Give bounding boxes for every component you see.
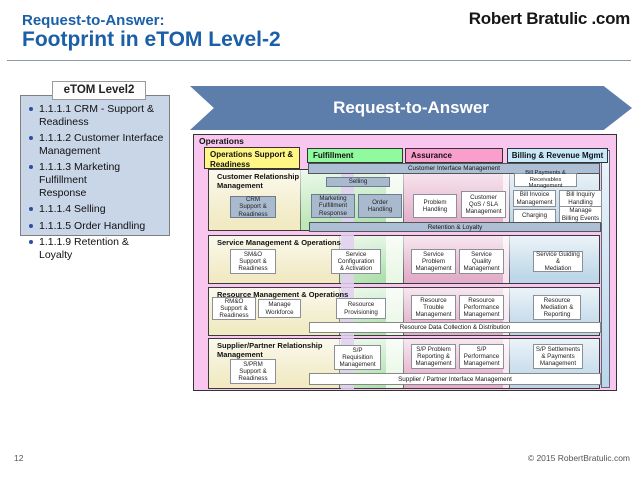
box-marketing-fulfillment-response: Marketing Fulfillment Response [311, 194, 355, 218]
box-selling: Selling [326, 177, 390, 187]
logo-text: Robert Bratulic .com [468, 9, 631, 28]
column-header-operations-support: Operations Support & Readiness [204, 147, 300, 169]
etom-level2-label: eTOM Level2 [52, 81, 146, 100]
row-resource-management-operations: Resource Management & Operations RM&O Su… [208, 287, 601, 336]
row-service-management-operations: Service Management & Operations SM&O Sup… [208, 235, 600, 284]
bullet-icon [29, 223, 33, 228]
column-header-billing: Billing & Revenue Mgmt [507, 148, 608, 163]
box-bill-payments: Bill Payments & Receivables Management [514, 170, 577, 189]
box-service-problem-management: Service Problem Management [411, 249, 456, 274]
retention-loyalty-bar: Retention & Loyalty [309, 222, 601, 232]
box-crm-support-readiness: CRM Support & Readiness [230, 196, 276, 218]
row-title: Service Management & Operations [217, 238, 341, 247]
list-item: 1.1.1.3 Marketing Fulfillment Response [26, 161, 165, 199]
box-sprm-support-readiness: S/PRM Support & Readiness [230, 359, 276, 384]
bullet-icon [29, 107, 33, 111]
bullet-icon [29, 136, 33, 141]
row-title: Customer Relationship Management [217, 172, 300, 191]
list-item-label: 1.1.1.3 Marketing Fulfillment Response [39, 161, 121, 199]
row-title: Resource Management & Operations [217, 290, 349, 299]
column-header-assurance: Assurance [405, 148, 503, 163]
box-problem-handling: Problem Handling [413, 194, 457, 218]
right-column-strip [601, 150, 610, 388]
operations-container: Operations Operations Support & Readines… [193, 134, 617, 391]
bullet-icon [29, 240, 33, 245]
resource-data-collection-bar: Resource Data Collection & Distribution [309, 322, 601, 333]
list-item: 1.1.1.4 Selling [26, 203, 165, 216]
list-item-label: 1.1.1.4 Selling [39, 203, 106, 216]
box-bill-inquiry: Bill Inquiry Handling [559, 190, 602, 207]
list-item: 1.1.1.1 CRM - Support & Readiness [26, 103, 165, 128]
box-rmo-support-readiness: RM&O Support & Readiness [212, 297, 256, 320]
box-service-configuration-activation: Service Configuration & Activation [331, 249, 381, 274]
supplier-partner-interface-bar: Supplier / Partner Interface Management [309, 373, 601, 385]
box-resource-mediation-reporting: Resource Mediation & Reporting [533, 295, 581, 320]
page-number: 12 [14, 453, 24, 463]
box-charging: Charging [513, 209, 556, 223]
box-resource-trouble-management: Resource Trouble Management [411, 295, 456, 320]
box-order-handling: Order Handling [358, 194, 402, 218]
copyright-text: © 2015 RobertBratulic.com [527, 453, 630, 463]
title-divider [7, 60, 631, 61]
row-title: Supplier/Partner Relationship Management [217, 341, 323, 360]
box-sp-problem-reporting: S/P Problem Reporting & Management [411, 344, 456, 369]
list-item-label: 1.1.1.9 Retention & Loyalty [39, 236, 129, 261]
box-resource-provisioning: Resource Provisioning [336, 298, 386, 319]
box-service-guiding-mediation: Service Guiding & Mediation [533, 251, 583, 272]
page-title: Footprint in eTOM Level-2 [22, 28, 281, 51]
box-sp-performance-management: S/P Performance Management [459, 344, 504, 369]
list-item-label: 1.1.1.2 Customer Interface Management [39, 132, 164, 157]
box-bill-invoice: Bill Invoice Management [513, 190, 556, 207]
list-item: 1.1.1.5 Order Handling [26, 220, 165, 233]
box-resource-performance-management: Resource Performance Management [459, 295, 504, 320]
box-customer-qos-sla: Customer QoS / SLA Management [461, 191, 506, 218]
row-customer-relationship-management: Customer Relationship Management CRM Sup… [208, 169, 602, 232]
list-item-label: 1.1.1.1 CRM - Support & Readiness [39, 103, 154, 128]
list-item-label: 1.1.1.5 Order Handling [39, 219, 146, 232]
slide-subtitle: Request-to-Answer: [22, 12, 165, 29]
bullet-icon [29, 165, 33, 170]
box-service-quality-management: Service Quality Management [459, 249, 504, 274]
column-header-fulfillment: Fulfillment [307, 148, 403, 163]
box-manage-billing-events: Manage Billing Events [559, 206, 602, 223]
row-supplier-partner-relationship: Supplier/Partner Relationship Management… [208, 338, 601, 389]
bullet-icon [29, 207, 33, 212]
list-item: 1.1.1.2 Customer Interface Management [26, 132, 165, 157]
box-sp-requisition-management: S/P Requisition Management [334, 345, 381, 370]
etom-level2-panel: 1.1.1.1 CRM - Support & Readiness 1.1.1.… [20, 95, 170, 261]
box-sp-settlements-payments: S/P Settlements & Payments Management [533, 344, 583, 369]
customer-interface-management-bar: Customer Interface Management [308, 163, 600, 174]
request-to-answer-arrow: Request-to-Answer [190, 86, 632, 130]
box-smo-support-readiness: SM&O Support & Readiness [230, 249, 276, 274]
list-item: 1.1.1.9 Retention & Loyalty [26, 236, 165, 261]
operations-label: Operations [199, 136, 244, 146]
box-manage-workforce: Manage Workforce [258, 299, 301, 318]
arrow-label: Request-to-Answer [333, 98, 489, 117]
